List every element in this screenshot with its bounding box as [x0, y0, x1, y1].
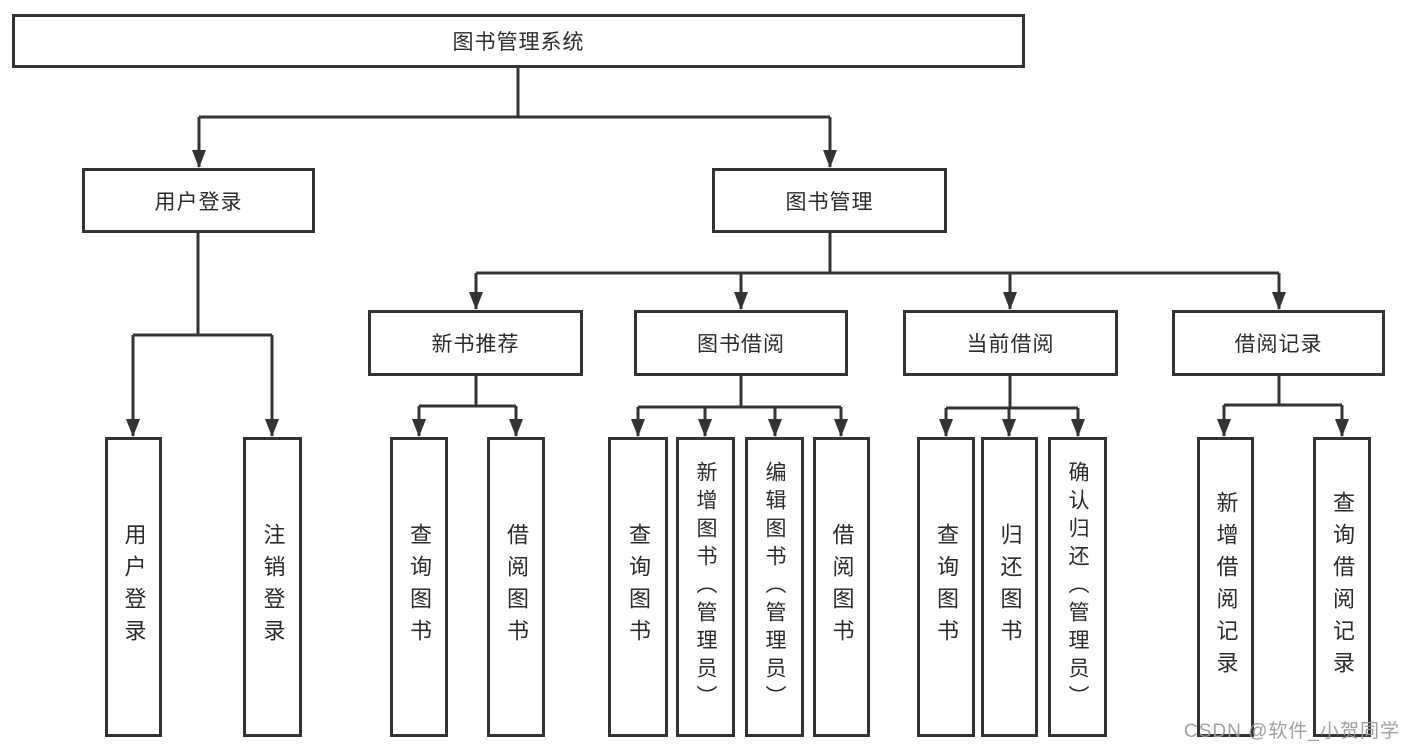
leaf-borrow-books-1: 借阅图书 [487, 437, 545, 737]
connector-book-mgmt [469, 233, 1286, 310]
connector-root [192, 68, 837, 168]
connector-user-login [126, 233, 279, 437]
csdn-watermark: CSDN @软件_小贺同学 [1184, 721, 1400, 742]
leaf-query-books-1: 查询图书 [390, 437, 448, 737]
leaf-query-books-3: 查询图书 [917, 437, 975, 737]
node-borrow-records: 借阅记录 [1172, 310, 1385, 376]
leaf-confirm-return-admin: 确认归还（管理员） [1048, 437, 1107, 737]
connector-current-borrow [939, 376, 1085, 437]
connector-borrow-records [1217, 374, 1349, 437]
leaf-add-books-admin: 新增图书（管理员） [676, 437, 735, 737]
node-current-borrow: 当前借阅 [903, 310, 1118, 376]
connector-book-borrow [631, 375, 848, 437]
node-new-book-rec: 新书推荐 [368, 310, 583, 376]
connector-new-rec [412, 375, 523, 437]
node-user-login: 用户登录 [82, 168, 315, 233]
leaf-user-login: 用户登录 [105, 437, 162, 737]
leaf-query-books-2: 查询图书 [608, 437, 668, 737]
leaf-edit-books-admin: 编辑图书（管理员） [745, 437, 804, 737]
leaf-return-books: 归还图书 [981, 437, 1038, 737]
node-book-borrow: 图书借阅 [634, 310, 848, 376]
leaf-logout: 注销登录 [243, 437, 302, 737]
leaf-query-borrow-record: 查询借阅记录 [1313, 437, 1371, 737]
node-book-mgmt: 图书管理 [712, 168, 947, 233]
node-root: 图书管理系统 [12, 14, 1025, 68]
leaf-borrow-books-2: 借阅图书 [813, 437, 870, 737]
leaf-add-borrow-record: 新增借阅记录 [1197, 437, 1254, 737]
